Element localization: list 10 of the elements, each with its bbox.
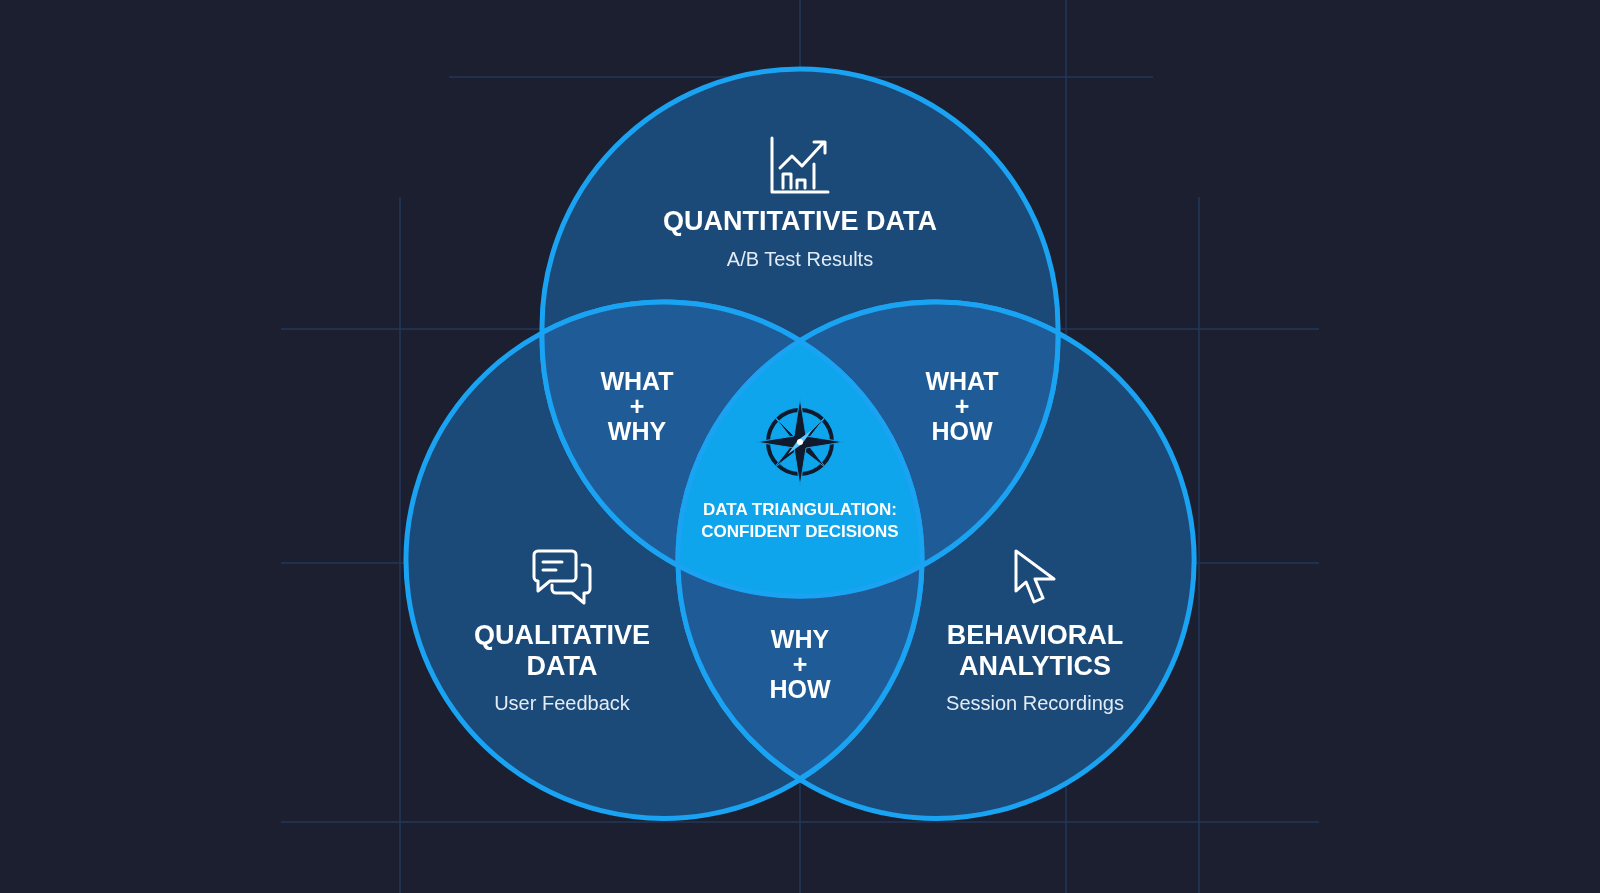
circle-title: QUALITATIVE DATA — [473, 619, 651, 683]
overlap-label: WHY + HOW — [768, 626, 832, 702]
overlap-label: WHAT + HOW — [924, 368, 1000, 444]
overlap-label: WHAT + WHY — [599, 368, 675, 444]
circle-subtitle: A/B Test Results — [726, 247, 874, 271]
circle-title: BEHAVIORAL ANALYTICS — [946, 619, 1124, 683]
circle-title: QUANTITATIVE DATA — [662, 206, 938, 238]
circle-subtitle: Session Recordings — [945, 691, 1125, 715]
circle-subtitle: User Feedback — [493, 691, 631, 715]
center-label: DATA TRIANGULATION: CONFIDENT DECISIONS — [700, 498, 900, 543]
